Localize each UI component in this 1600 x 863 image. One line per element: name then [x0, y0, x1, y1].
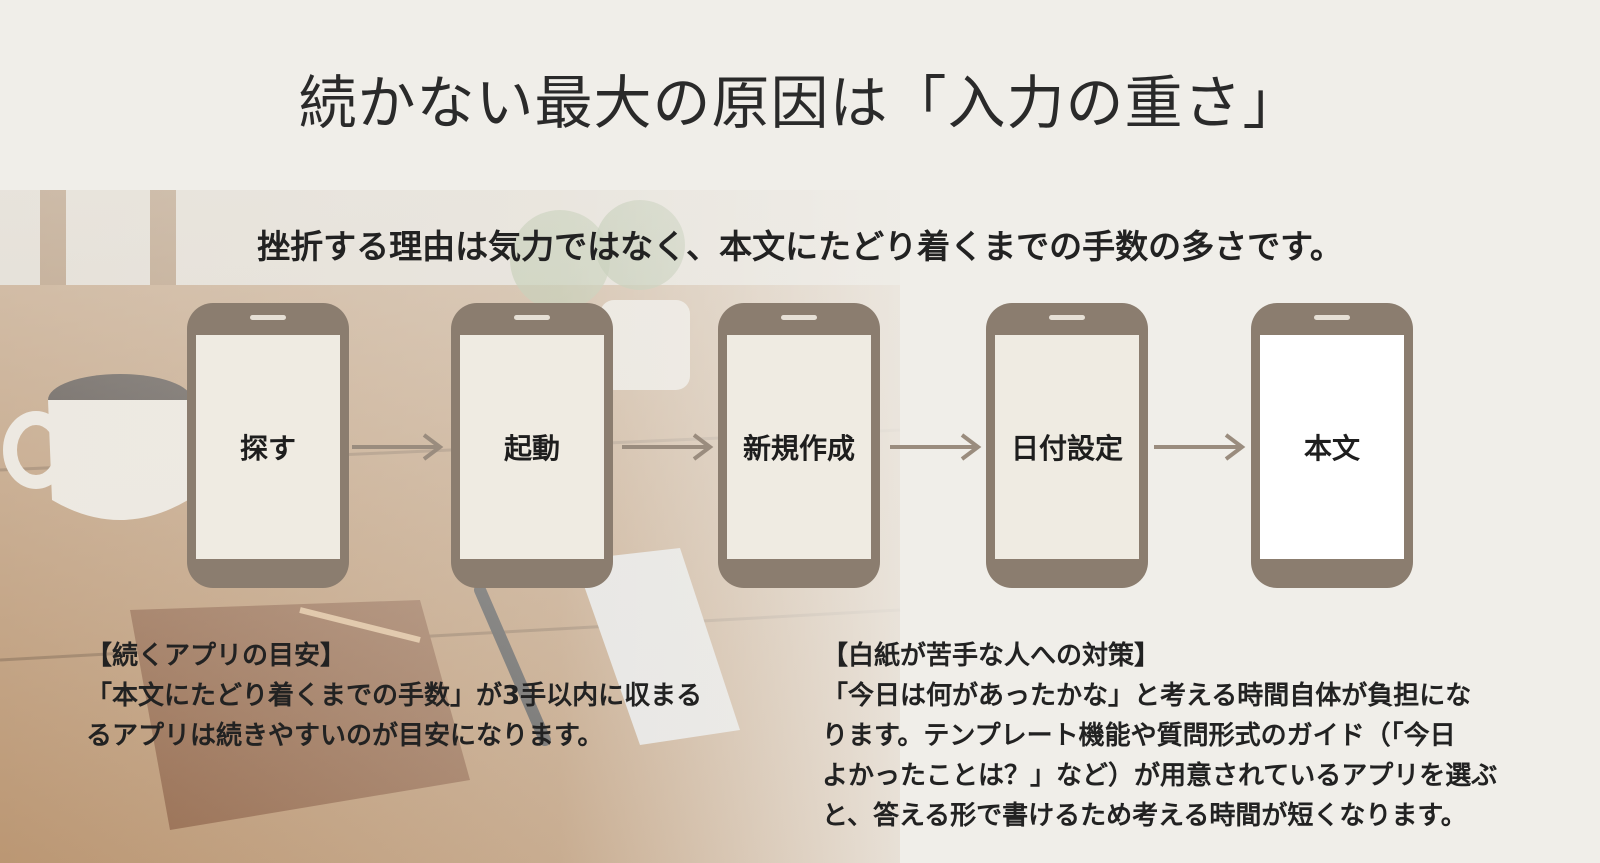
step-label: 新規作成 [742, 432, 855, 465]
note-heading: 【白紙が苦手な人への対策】 [822, 641, 1161, 671]
arrow-right-icon [352, 433, 444, 461]
note-line: 「今日は何があったかな」と考える時間自体が負担にな [822, 681, 1472, 711]
arrow-right-icon [890, 433, 982, 461]
note-line: と、答える形で書けるため考える時間が短くなります。 [822, 801, 1467, 831]
step-label: 本文 [1303, 432, 1360, 465]
phone-step-launch: 起動 [451, 303, 613, 588]
arrow-right-icon [622, 433, 714, 461]
note-heading: 【続くアプリの目安】 [86, 641, 347, 671]
step-label: 探す [239, 432, 296, 465]
arrow-right-icon [1154, 433, 1246, 461]
note-blank-page-tips: 【白紙が苦手な人への対策】 「今日は何があったかな」と考える時間自体が負担にな … [822, 636, 1497, 836]
note-line: よかったことは？」など）が用意されているアプリを選ぶ [822, 761, 1498, 791]
phone-step-new: 新規作成 [718, 303, 880, 588]
phone-speaker [781, 315, 817, 320]
phone-step-search: 探す [187, 303, 349, 588]
phone-step-date: 日付設定 [986, 303, 1148, 588]
phone-speaker [514, 315, 550, 320]
phone-screen: 探す [196, 335, 340, 559]
step-label: 起動 [503, 432, 560, 465]
slide-title: 続かない最大の原因は「入力の重さ」 [298, 69, 1302, 137]
phone-screen: 起動 [460, 335, 604, 559]
phone-step-body: 本文 [1251, 303, 1413, 588]
phone-screen: 日付設定 [995, 335, 1139, 559]
step-label: 日付設定 [1010, 432, 1123, 465]
note-guideline: 【続くアプリの目安】 「本文にたどり着くまでの手数」が3手以内に収まる るアプリ… [86, 636, 702, 756]
phone-speaker [1049, 315, 1085, 320]
note-line: 「本文にたどり着くまでの手数」が3手以内に収まる [86, 681, 703, 711]
note-line: るアプリは続きやすいのが目安になります。 [86, 721, 604, 751]
phone-screen-final: 本文 [1260, 335, 1404, 559]
slide-subtitle: 挫折する理由は気力ではなく、本文にたどり着くまでの手数の多さです。 [257, 227, 1343, 266]
phone-speaker [1314, 315, 1350, 320]
phone-screen: 新規作成 [727, 335, 871, 559]
note-line: ります。テンプレート機能や質問形式のガイド（「今日 [822, 721, 1456, 751]
phone-speaker [250, 315, 286, 320]
